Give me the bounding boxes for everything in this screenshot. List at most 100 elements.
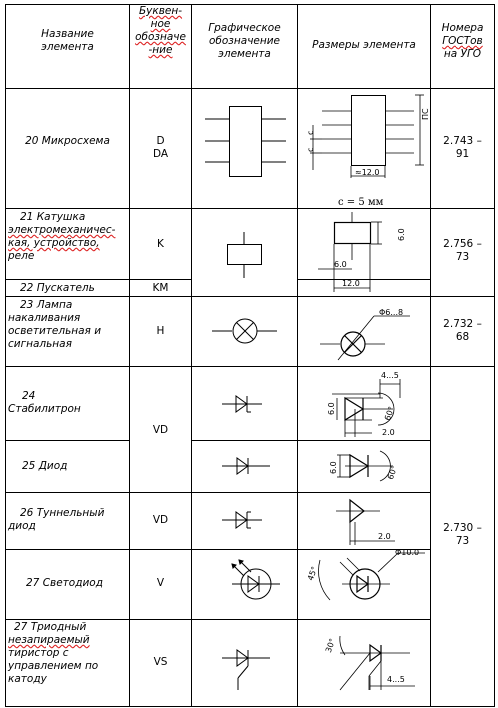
chip-dimensions — [310, 94, 424, 178]
row-21-name-3: кая, устройство, — [8, 237, 100, 249]
led-diameter-label: Φ10.0 — [395, 548, 420, 557]
row-24-name-1: 24 — [22, 390, 36, 402]
row-21-gost: 2.756 – 73 — [431, 238, 494, 264]
zener-symbol — [222, 395, 262, 413]
row-20-name: 20 Микросхема — [25, 135, 110, 147]
zener-dimensions — [332, 379, 401, 437]
header-graphic-line-3: элемента — [218, 48, 271, 60]
tunnel-diode-dimensions — [336, 498, 395, 545]
row-24-name: 24 Стабилитрон — [8, 390, 129, 416]
table-border — [5, 4, 495, 707]
tunnel-bottom-label: 2.0 — [378, 532, 391, 541]
row-27b-name-2: незапираемый — [8, 634, 90, 646]
row-21-gost-1: 2.756 – — [443, 238, 482, 250]
row-20-code-2: DA — [152, 148, 169, 160]
header-code-line-1: Буквен- — [138, 5, 183, 17]
row-23-gost-2: 68 — [455, 331, 470, 343]
row-23-name-4: сигнальная — [8, 338, 72, 350]
row-23-gost-1: 2.732 – — [443, 318, 482, 330]
row-27b-name: 27 Триодный незапираемый тиристор с упра… — [8, 621, 129, 686]
zener-height-label: 6.0 — [327, 402, 336, 415]
row-21-name: 21 Катушка электромеханичес- кая, устрой… — [8, 211, 129, 263]
row-20-gost: 2.743 – 91 — [431, 135, 494, 161]
row-27b-name-4: управлением по — [8, 660, 99, 672]
thyristor-bottom-label: 4...5 — [387, 675, 405, 684]
header-graphic: Графическое обозначение элемента — [192, 22, 297, 61]
thyristor-dimensions — [339, 635, 415, 691]
header-name-line-2: элемента — [41, 41, 94, 53]
header-gost-line-3: на УГО — [443, 48, 482, 60]
row-26-name-1: 26 Туннельный — [20, 507, 105, 519]
row-22-name: 22 Пускатель — [8, 282, 129, 295]
zener-top-label: 4...5 — [381, 371, 399, 380]
coil-w2-label: 12.0 — [342, 279, 360, 288]
row-23-gost: 2.732 – 68 — [431, 318, 494, 344]
led-dimensions — [318, 552, 425, 601]
row-22-code: KM — [152, 282, 169, 294]
diode-symbol — [222, 457, 270, 475]
row-27b-name-5: катоду — [8, 673, 47, 685]
lamp-dimensions — [320, 315, 410, 361]
row-27-name-1: 27 Светодиод — [26, 577, 103, 589]
row-23-code: H — [156, 325, 165, 337]
chip-width-label: ≈12.0 — [355, 168, 380, 177]
header-graphic-line-2: обозначение — [208, 35, 281, 47]
row-23-name-2: накаливания — [8, 312, 81, 324]
chip-symbol — [205, 106, 286, 177]
coil-height-label: 6.0 — [397, 228, 406, 241]
header-name-line-1: Название — [41, 28, 94, 40]
diode-dimensions — [337, 450, 393, 482]
coil-symbol — [227, 232, 262, 278]
row-21-gost-2: 73 — [455, 251, 470, 263]
lamp-diameter-label: Φ6...8 — [379, 308, 404, 317]
row-27b-name-1: 27 Триодный — [14, 621, 87, 633]
shared-gost-2: 73 — [455, 535, 470, 547]
chip-c1-label: с — [306, 130, 315, 135]
row-20-gost-1: 2.743 – — [443, 135, 482, 147]
row-26-name-2: диод — [8, 520, 36, 532]
header-gost-line-1: Номера — [441, 22, 484, 34]
thyristor-symbol — [222, 649, 270, 690]
row-26-name: 26 Туннельный диод — [8, 507, 129, 533]
header-graphic-line-1: Графическое — [208, 22, 281, 34]
row-22-name-1: 22 Пускатель — [20, 282, 95, 294]
row-23-name: 23 Лампа накаливания осветительная и сиг… — [8, 299, 129, 351]
coil-w1-label: 6.0 — [334, 260, 347, 269]
header-gost: Номера ГОСТов на УГО — [431, 22, 494, 61]
header-code-line-3: обозначе — [135, 31, 186, 43]
header-code: Буквен- ное обозначе -ние — [130, 5, 191, 57]
row-27b-code: VS — [153, 656, 168, 668]
row-23-name-3: осветительная и — [8, 325, 102, 337]
row-21-name-4: реле — [8, 250, 35, 262]
header-size: Размеры элемента — [312, 39, 416, 51]
diode-height-label: 6.0 — [329, 461, 338, 474]
led-symbol — [231, 559, 280, 600]
row-25-name-1: 25 Диод — [22, 460, 68, 472]
chip-note: с = 5 мм — [338, 197, 384, 208]
coil-dimensions — [318, 212, 382, 292]
header-code-line-2: ное — [150, 18, 171, 30]
header-name: Название элемента — [6, 28, 129, 54]
shared-gost: 2.730 – 73 — [431, 522, 494, 548]
zener-bottom-label: 2.0 — [382, 428, 395, 437]
tunnel-diode-symbol — [222, 511, 262, 529]
row-27-name: 27 Светодиод — [8, 577, 129, 590]
lamp-symbol — [212, 318, 277, 344]
row-21-name-2: электромеханичес- — [8, 224, 116, 236]
row-25-name: 25 Диод — [8, 460, 129, 473]
row-20-code-1: D — [156, 135, 165, 147]
row-23-name-1: 23 Лампа — [20, 299, 73, 311]
shared-gost-1: 2.730 – — [443, 522, 482, 534]
row-27b-name-3: тиристор с — [8, 647, 69, 659]
row-21-code: K — [157, 238, 164, 250]
row-21-name-1: 21 Катушка — [20, 211, 86, 223]
header-gost-line-2: ГОСТов — [442, 35, 483, 47]
row-20-gost-2: 91 — [455, 148, 470, 160]
row-27-code: V — [156, 577, 165, 589]
row-26-code: VD — [152, 514, 169, 526]
row-24-name-2: Стабилитрон — [8, 403, 81, 415]
chip-c2-label: с — [306, 147, 315, 152]
header-code-line-4: -ние — [148, 44, 173, 56]
